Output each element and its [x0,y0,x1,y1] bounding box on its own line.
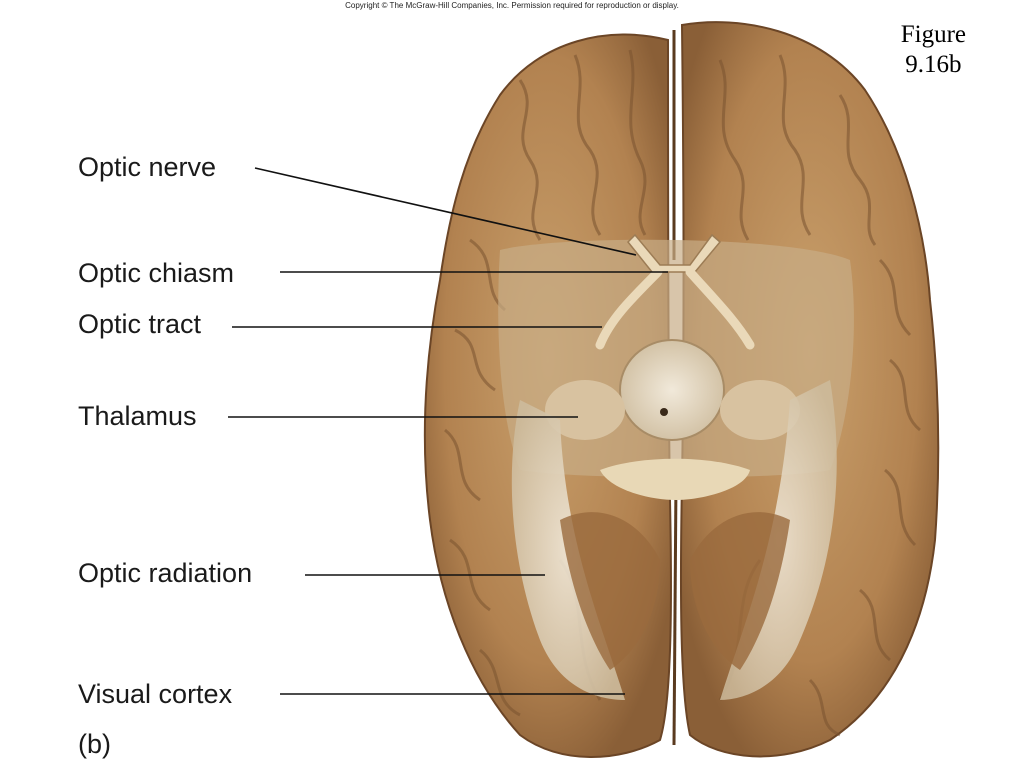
midbrain-shape [619,339,725,441]
label-optic-radiation: Optic radiation [78,558,253,588]
figure-caption-number: 9.16b [905,51,962,78]
panel-label: (b) [78,729,111,759]
copyright-notice: Copyright © The McGraw-Hill Companies, I… [345,1,679,10]
optic-nerve-leader [254,167,637,256]
ventral-structures [498,233,854,700]
optic-nerves-shape [626,233,722,273]
label-optic-nerve: Optic nerve [78,152,217,182]
leader-lines [228,167,668,695]
figure-caption: Figure 9.16b [901,20,966,80]
figure-caption-word: Figure [900,21,966,48]
label-thalamus: Thalamus [78,401,197,431]
label-optic-chiasm: Optic chiasm [78,258,235,288]
thalamus-shape [545,380,625,440]
label-visual-cortex: Visual cortex [78,679,233,709]
optic-tracts-shape [595,267,755,350]
label-optic-tract: Optic tract [78,309,202,339]
